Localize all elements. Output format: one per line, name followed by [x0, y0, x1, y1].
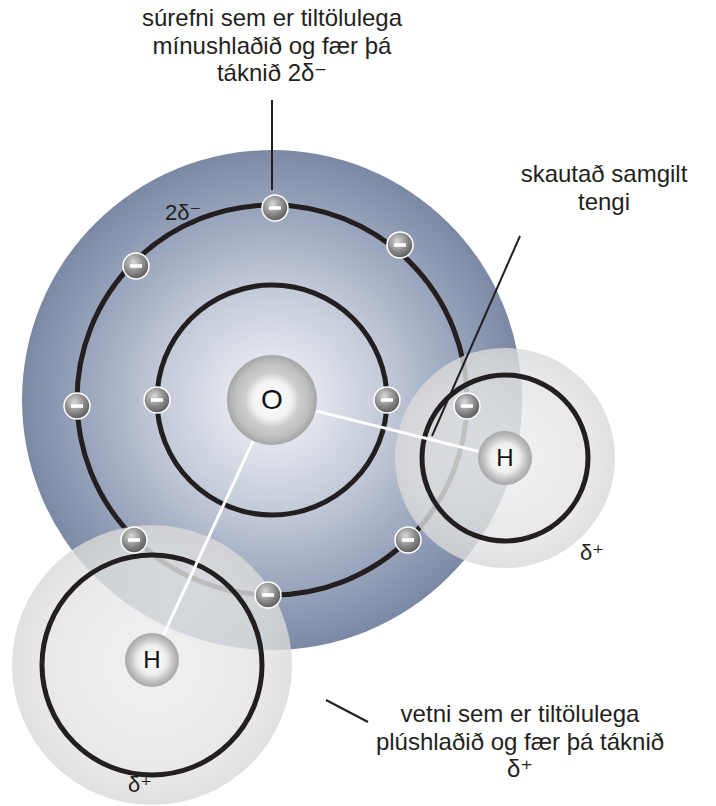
covalent-bond [163, 441, 253, 636]
hydrogen-shell [42, 555, 262, 775]
oxygen-inner-shell [157, 285, 387, 515]
leader-line [326, 700, 368, 722]
callout-text: skautað samgilt tengi [520, 160, 688, 215]
charge-symbol: δ⁺ [120, 772, 160, 797]
electrons [64, 195, 480, 608]
callout-text: vetni sem er tiltölulega plúshlaðið og f… [372, 700, 668, 783]
atom-nucleus: O [227, 355, 317, 445]
element-symbol: H [496, 446, 513, 470]
covalent-bond [316, 411, 479, 452]
oxygen-outer-shell [77, 205, 467, 595]
atom-nucleus: H [125, 633, 179, 687]
leader-line [432, 236, 520, 436]
atom-nucleus: H [478, 431, 532, 485]
leader-line [271, 100, 273, 190]
element-symbol: O [261, 386, 283, 414]
hydrogen-cloud [395, 348, 615, 568]
callout-text: súrefni sem er tiltölulega mínushlaðið o… [137, 4, 407, 87]
element-symbol: H [143, 648, 160, 672]
charge-symbol: δ⁺ [572, 540, 612, 565]
charge-symbol: 2δ⁻ [158, 200, 208, 225]
hydrogen-cloud [12, 525, 292, 805]
